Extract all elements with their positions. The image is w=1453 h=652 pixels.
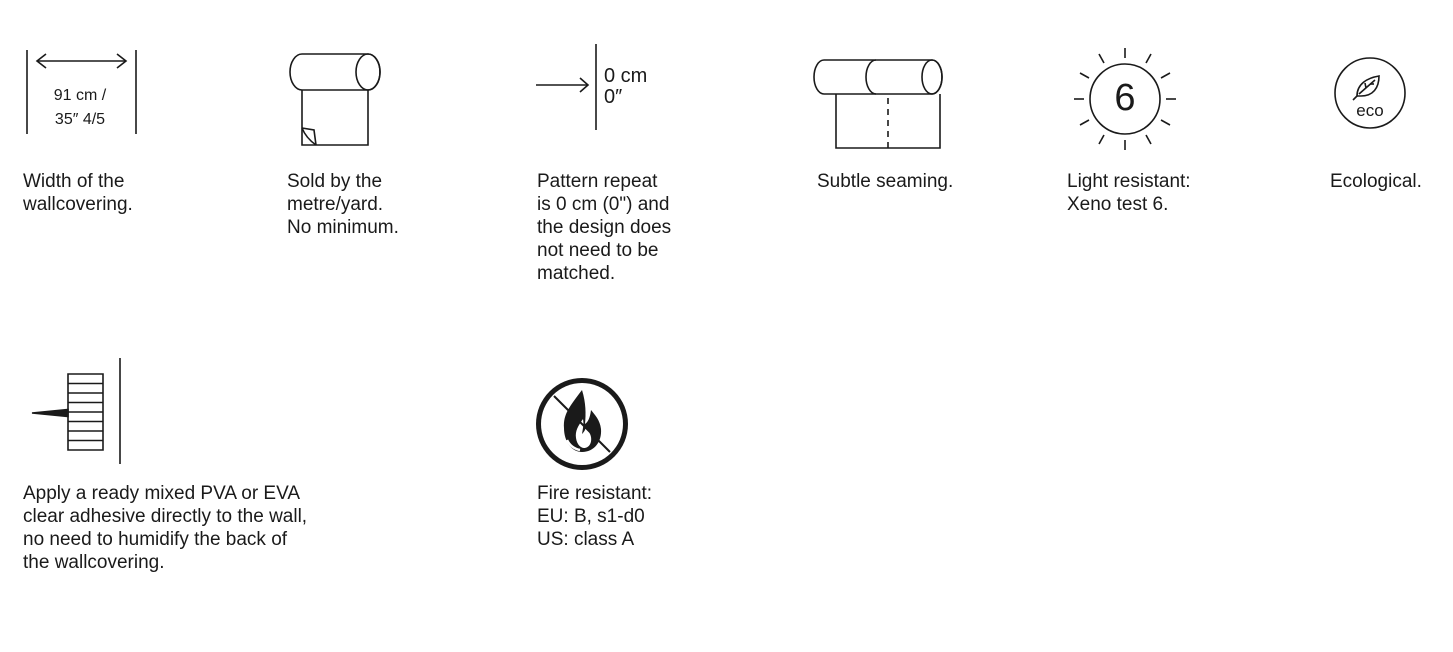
pattern-repeat-icon [534, 42, 604, 134]
eco-leaf-icon [1333, 56, 1407, 130]
width-description: Width of the wallcovering. [23, 171, 133, 215]
adhesive-description: Apply a ready mixed PVA or EVA clear adh… [23, 483, 308, 573]
pattern-repeat-value: 0 cm 0″ [604, 65, 648, 108]
width-value: 91 cm / 35″ 4/5 [53, 87, 107, 128]
seaming-icon [812, 58, 944, 150]
pattern-repeat-description: Pattern repeat is 0 cm (0") and the desi… [537, 171, 672, 284]
roll-icon [286, 50, 386, 150]
width-arrow-icon [20, 46, 142, 138]
eco-description: Ecological. [1330, 171, 1422, 192]
light-value: 6 [1114, 77, 1136, 119]
seaming-description: Subtle seaming. [817, 171, 954, 192]
eco-label: eco [1356, 101, 1384, 120]
fire-description: Fire resistant: EU: B, s1-d0 US: class A [537, 483, 653, 550]
sun-icon [1070, 44, 1180, 154]
paste-the-wall-icon [30, 356, 130, 468]
fire-resistant-icon [534, 376, 630, 472]
light-description: Light resistant: Xeno test 6. [1067, 171, 1191, 215]
sold-description: Sold by the metre/yard. No minimum. [287, 171, 399, 238]
